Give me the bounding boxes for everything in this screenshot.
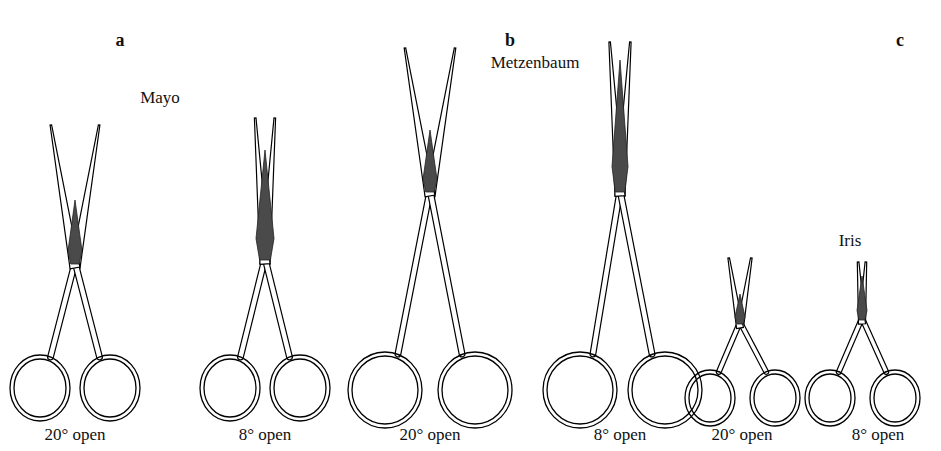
scissor-handle (593, 190, 620, 354)
panel-letter: a (116, 31, 125, 49)
blade-overlap-shading (423, 130, 437, 192)
finger-ring (870, 370, 920, 426)
instrument-name: Iris (839, 232, 862, 249)
finger-ring (543, 352, 617, 428)
scissor-handle (620, 190, 652, 354)
panel-letter: b (505, 31, 515, 49)
finger-ring (274, 359, 326, 417)
scissor-handle (75, 262, 100, 357)
scissor-handle (593, 190, 620, 354)
opening-angle: 8° open (594, 426, 647, 443)
scissor-handle (839, 318, 862, 372)
blade-overlap-shading (68, 200, 82, 264)
opening-angle: 8° open (852, 426, 905, 443)
scissor-handle (265, 258, 290, 357)
scissor-handle (620, 190, 652, 354)
scissor-handle (430, 190, 462, 354)
finger-ring (270, 355, 330, 421)
opening-angle: 20° open (711, 426, 772, 443)
finger-ring (805, 370, 855, 426)
blade-overlap-shading (612, 60, 628, 192)
panel-letter: c (896, 31, 904, 49)
finger-ring (10, 355, 70, 421)
scissor-handle (51, 262, 76, 357)
scissor-handle (719, 322, 740, 372)
finger-ring (809, 374, 851, 422)
scissor-handle (241, 258, 266, 357)
scissor-handle (51, 262, 76, 357)
scissor-handle (719, 322, 740, 372)
scissor-handle (398, 190, 430, 354)
scissor-handle (241, 258, 266, 357)
scissor-handle (862, 318, 886, 372)
finger-ring (352, 356, 418, 424)
opening-angle: 20° open (44, 426, 105, 443)
finger-ring (750, 370, 800, 426)
blade-overlap-shading (256, 150, 274, 260)
blade-overlap-shading (857, 276, 867, 320)
finger-ring (14, 359, 66, 417)
blade-overlap-shading (735, 294, 745, 324)
scissor-handle (398, 190, 430, 354)
opening-angle: 20° open (399, 426, 460, 443)
scissor-handle (839, 318, 862, 372)
scissor-handle (75, 262, 100, 357)
finger-ring (84, 359, 136, 417)
scissor-handle (740, 322, 766, 372)
finger-ring (80, 355, 140, 421)
finger-ring (547, 356, 613, 424)
finger-ring (348, 352, 422, 428)
finger-ring (874, 374, 916, 422)
finger-ring (438, 352, 512, 428)
instrument-name: Mayo (140, 89, 180, 106)
finger-ring (204, 359, 256, 417)
finger-ring (754, 374, 796, 422)
instrument-name: Metzenbaum (491, 54, 580, 71)
finger-ring (632, 356, 698, 424)
finger-ring (685, 370, 735, 426)
scissor-handle (862, 318, 886, 372)
finger-ring (689, 374, 731, 422)
opening-angle: 8° open (239, 426, 292, 443)
scissor-handle (265, 258, 290, 357)
scissor-handle (430, 190, 462, 354)
finger-ring (200, 355, 260, 421)
scissor-handle (740, 322, 766, 372)
finger-ring (442, 356, 508, 424)
